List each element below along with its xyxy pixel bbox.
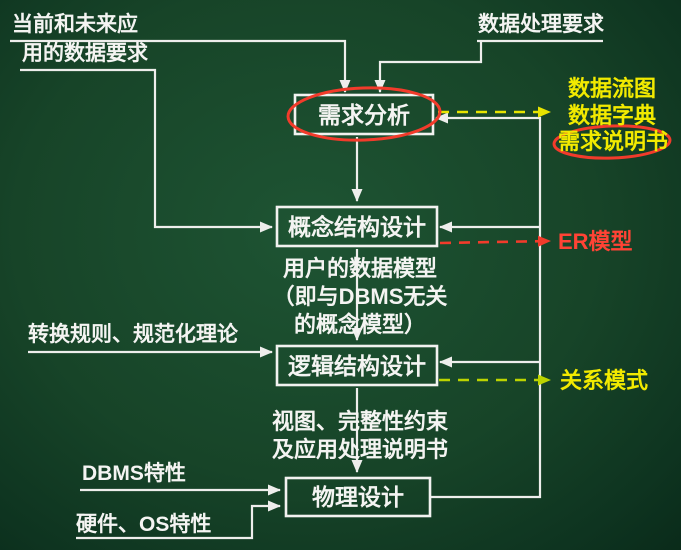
label-topleft-requirements-line2: 用的数据要求 (22, 41, 148, 65)
note-logical-line2: 及应用处理说明书 (272, 437, 448, 462)
highlight-ellipse-requirements-analysis (286, 86, 442, 142)
label-input-dbms-features: DBMS特性 (82, 461, 186, 485)
label-output-dataflow-diagram: 数据流图 (568, 76, 656, 101)
label-output-requirements-spec: 需求说明书 (558, 129, 668, 154)
edge-conceptual-to-er-dashed (439, 235, 551, 247)
label-output-er-model: ER模型 (558, 229, 633, 254)
edge-topleft-requirements-to-conceptual (20, 68, 273, 233)
node-physical-design-box (284, 476, 432, 518)
label-topleft-requirements-line1: 当前和未来应 (12, 12, 138, 36)
edge-processing-requirements-to-analysis (374, 41, 483, 93)
highlight-ellipse-spec (552, 124, 672, 160)
label-physical-design: 物理设计 (312, 484, 404, 510)
edge-feedback-physical-to-analysis (430, 112, 542, 499)
node-conceptual-design-box (275, 205, 439, 248)
label-logical-design: 逻辑结构设计 (288, 353, 426, 379)
label-data-processing-requirements: 数据处理要求 (478, 13, 604, 36)
label-input-hardware-os-features: 硬件、OS特性 (76, 512, 211, 536)
note-logical-line1: 视图、完整性约束 (272, 409, 449, 434)
label-input-conversion-rules: 转换规则、规范化理论 (28, 322, 239, 346)
label-output-relation-schema: 关系模式 (560, 368, 648, 393)
node-requirements-analysis-box (293, 93, 435, 136)
label-conceptual-design: 概念结构设计 (288, 214, 426, 240)
note-conceptual-line2: （即与DBMS无关 (273, 284, 448, 309)
edge-topleft-requirements-to-analysis (10, 39, 351, 93)
note-conceptual-line1: 用户的数据模型 (283, 256, 437, 281)
node-logical-design-box (275, 344, 439, 387)
edge-hardware-to-physical (76, 500, 281, 540)
label-requirements-analysis: 需求分析 (318, 102, 410, 128)
label-output-data-dictionary: 数据字典 (568, 103, 656, 128)
note-conceptual-line3: 的概念模型） (294, 312, 426, 337)
